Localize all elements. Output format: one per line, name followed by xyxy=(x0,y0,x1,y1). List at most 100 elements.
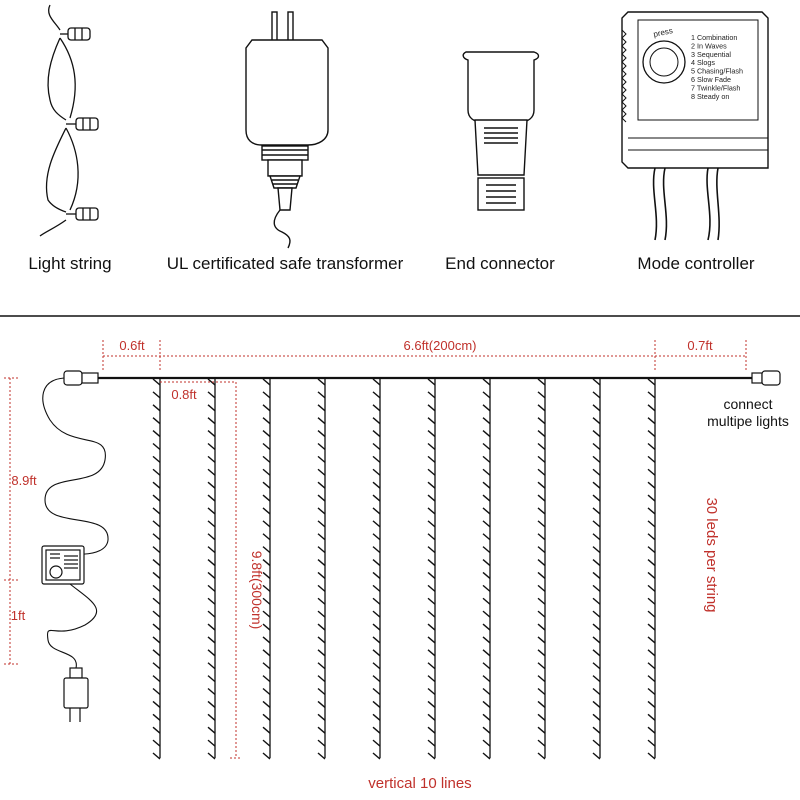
led xyxy=(647,442,656,451)
led xyxy=(207,700,216,708)
led xyxy=(262,507,271,515)
connect-label-line2: multipe lights xyxy=(707,413,789,429)
led xyxy=(317,481,326,489)
led xyxy=(537,559,546,567)
led xyxy=(207,649,216,657)
led xyxy=(647,713,656,721)
mode-item: 7 Twinkle/Flash xyxy=(691,83,740,92)
led xyxy=(647,752,656,760)
wall-plug xyxy=(63,667,89,722)
led xyxy=(152,752,161,760)
led xyxy=(592,623,601,631)
led xyxy=(537,675,546,683)
led xyxy=(592,636,601,644)
mode-item: 4 Slogs xyxy=(691,58,715,67)
led xyxy=(207,559,216,567)
led xyxy=(647,378,656,386)
led xyxy=(372,468,381,476)
led xyxy=(482,571,491,579)
led xyxy=(207,623,216,631)
led xyxy=(152,404,161,412)
led xyxy=(592,442,601,451)
led xyxy=(207,430,216,438)
led xyxy=(592,417,601,425)
led xyxy=(152,610,161,618)
led xyxy=(482,687,491,696)
led xyxy=(372,610,381,618)
led xyxy=(647,700,656,708)
led xyxy=(592,507,601,515)
led xyxy=(317,533,326,541)
led xyxy=(592,468,601,476)
led xyxy=(482,546,491,554)
dim-leds-per-string: 30 leds per string xyxy=(703,497,720,612)
light-string-illustration xyxy=(39,4,99,237)
led xyxy=(317,430,326,438)
led xyxy=(372,507,381,515)
led xyxy=(262,636,271,644)
led xyxy=(317,623,326,631)
led xyxy=(317,726,326,734)
led xyxy=(207,468,216,476)
led xyxy=(262,404,271,412)
led xyxy=(372,520,381,528)
led xyxy=(262,571,271,579)
led xyxy=(262,391,271,399)
led xyxy=(207,739,216,747)
led xyxy=(427,494,436,502)
led xyxy=(262,713,271,721)
led xyxy=(427,739,436,747)
led xyxy=(427,417,436,425)
led xyxy=(537,442,546,451)
led xyxy=(317,662,326,670)
label-light-string: Light string xyxy=(28,254,111,273)
led xyxy=(427,623,436,631)
led xyxy=(317,559,326,567)
led xyxy=(262,430,271,438)
led xyxy=(537,507,546,515)
led xyxy=(482,752,491,760)
led xyxy=(262,442,271,451)
led xyxy=(207,494,216,502)
led xyxy=(372,404,381,412)
led xyxy=(482,417,491,425)
led xyxy=(537,700,546,708)
led xyxy=(262,739,271,747)
led xyxy=(207,571,216,579)
led xyxy=(427,597,436,605)
led xyxy=(647,739,656,747)
led xyxy=(262,378,271,386)
dim-line-spacing: 0.8ft xyxy=(171,387,197,402)
led xyxy=(262,546,271,554)
led xyxy=(427,546,436,554)
led xyxy=(262,481,271,489)
led xyxy=(317,391,326,399)
led xyxy=(592,675,601,683)
led xyxy=(592,700,601,708)
led xyxy=(317,468,326,476)
led xyxy=(482,442,491,451)
led xyxy=(317,546,326,554)
led xyxy=(592,378,601,386)
bulb-1 xyxy=(67,27,91,41)
led xyxy=(647,662,656,670)
led xyxy=(317,417,326,425)
led xyxy=(207,675,216,683)
led xyxy=(262,559,271,567)
bulb-2 xyxy=(75,117,99,131)
led xyxy=(152,584,161,592)
led xyxy=(152,713,161,721)
led xyxy=(537,726,546,734)
led xyxy=(427,533,436,541)
led xyxy=(262,494,271,502)
led xyxy=(537,520,546,528)
led xyxy=(152,662,161,670)
led xyxy=(537,378,546,386)
led xyxy=(207,391,216,399)
led xyxy=(482,636,491,644)
led xyxy=(592,713,601,721)
led xyxy=(207,404,216,412)
led xyxy=(317,739,326,747)
led xyxy=(262,533,271,541)
led xyxy=(427,584,436,592)
